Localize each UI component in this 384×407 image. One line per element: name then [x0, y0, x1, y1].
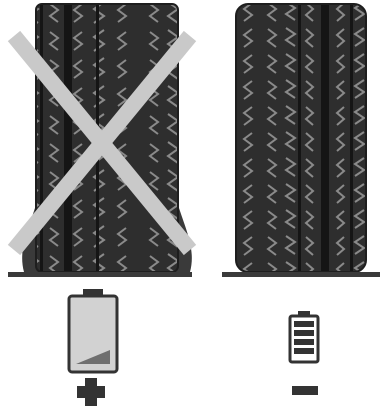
battery-full-icon: [290, 311, 318, 362]
ground-line-right: [222, 272, 380, 277]
plus-sign-icon: [77, 378, 105, 406]
tire-correct: [236, 4, 366, 272]
battery-low-icon: [69, 289, 117, 372]
minus-sign-icon: [292, 386, 318, 395]
ground-line-left: [8, 272, 192, 277]
